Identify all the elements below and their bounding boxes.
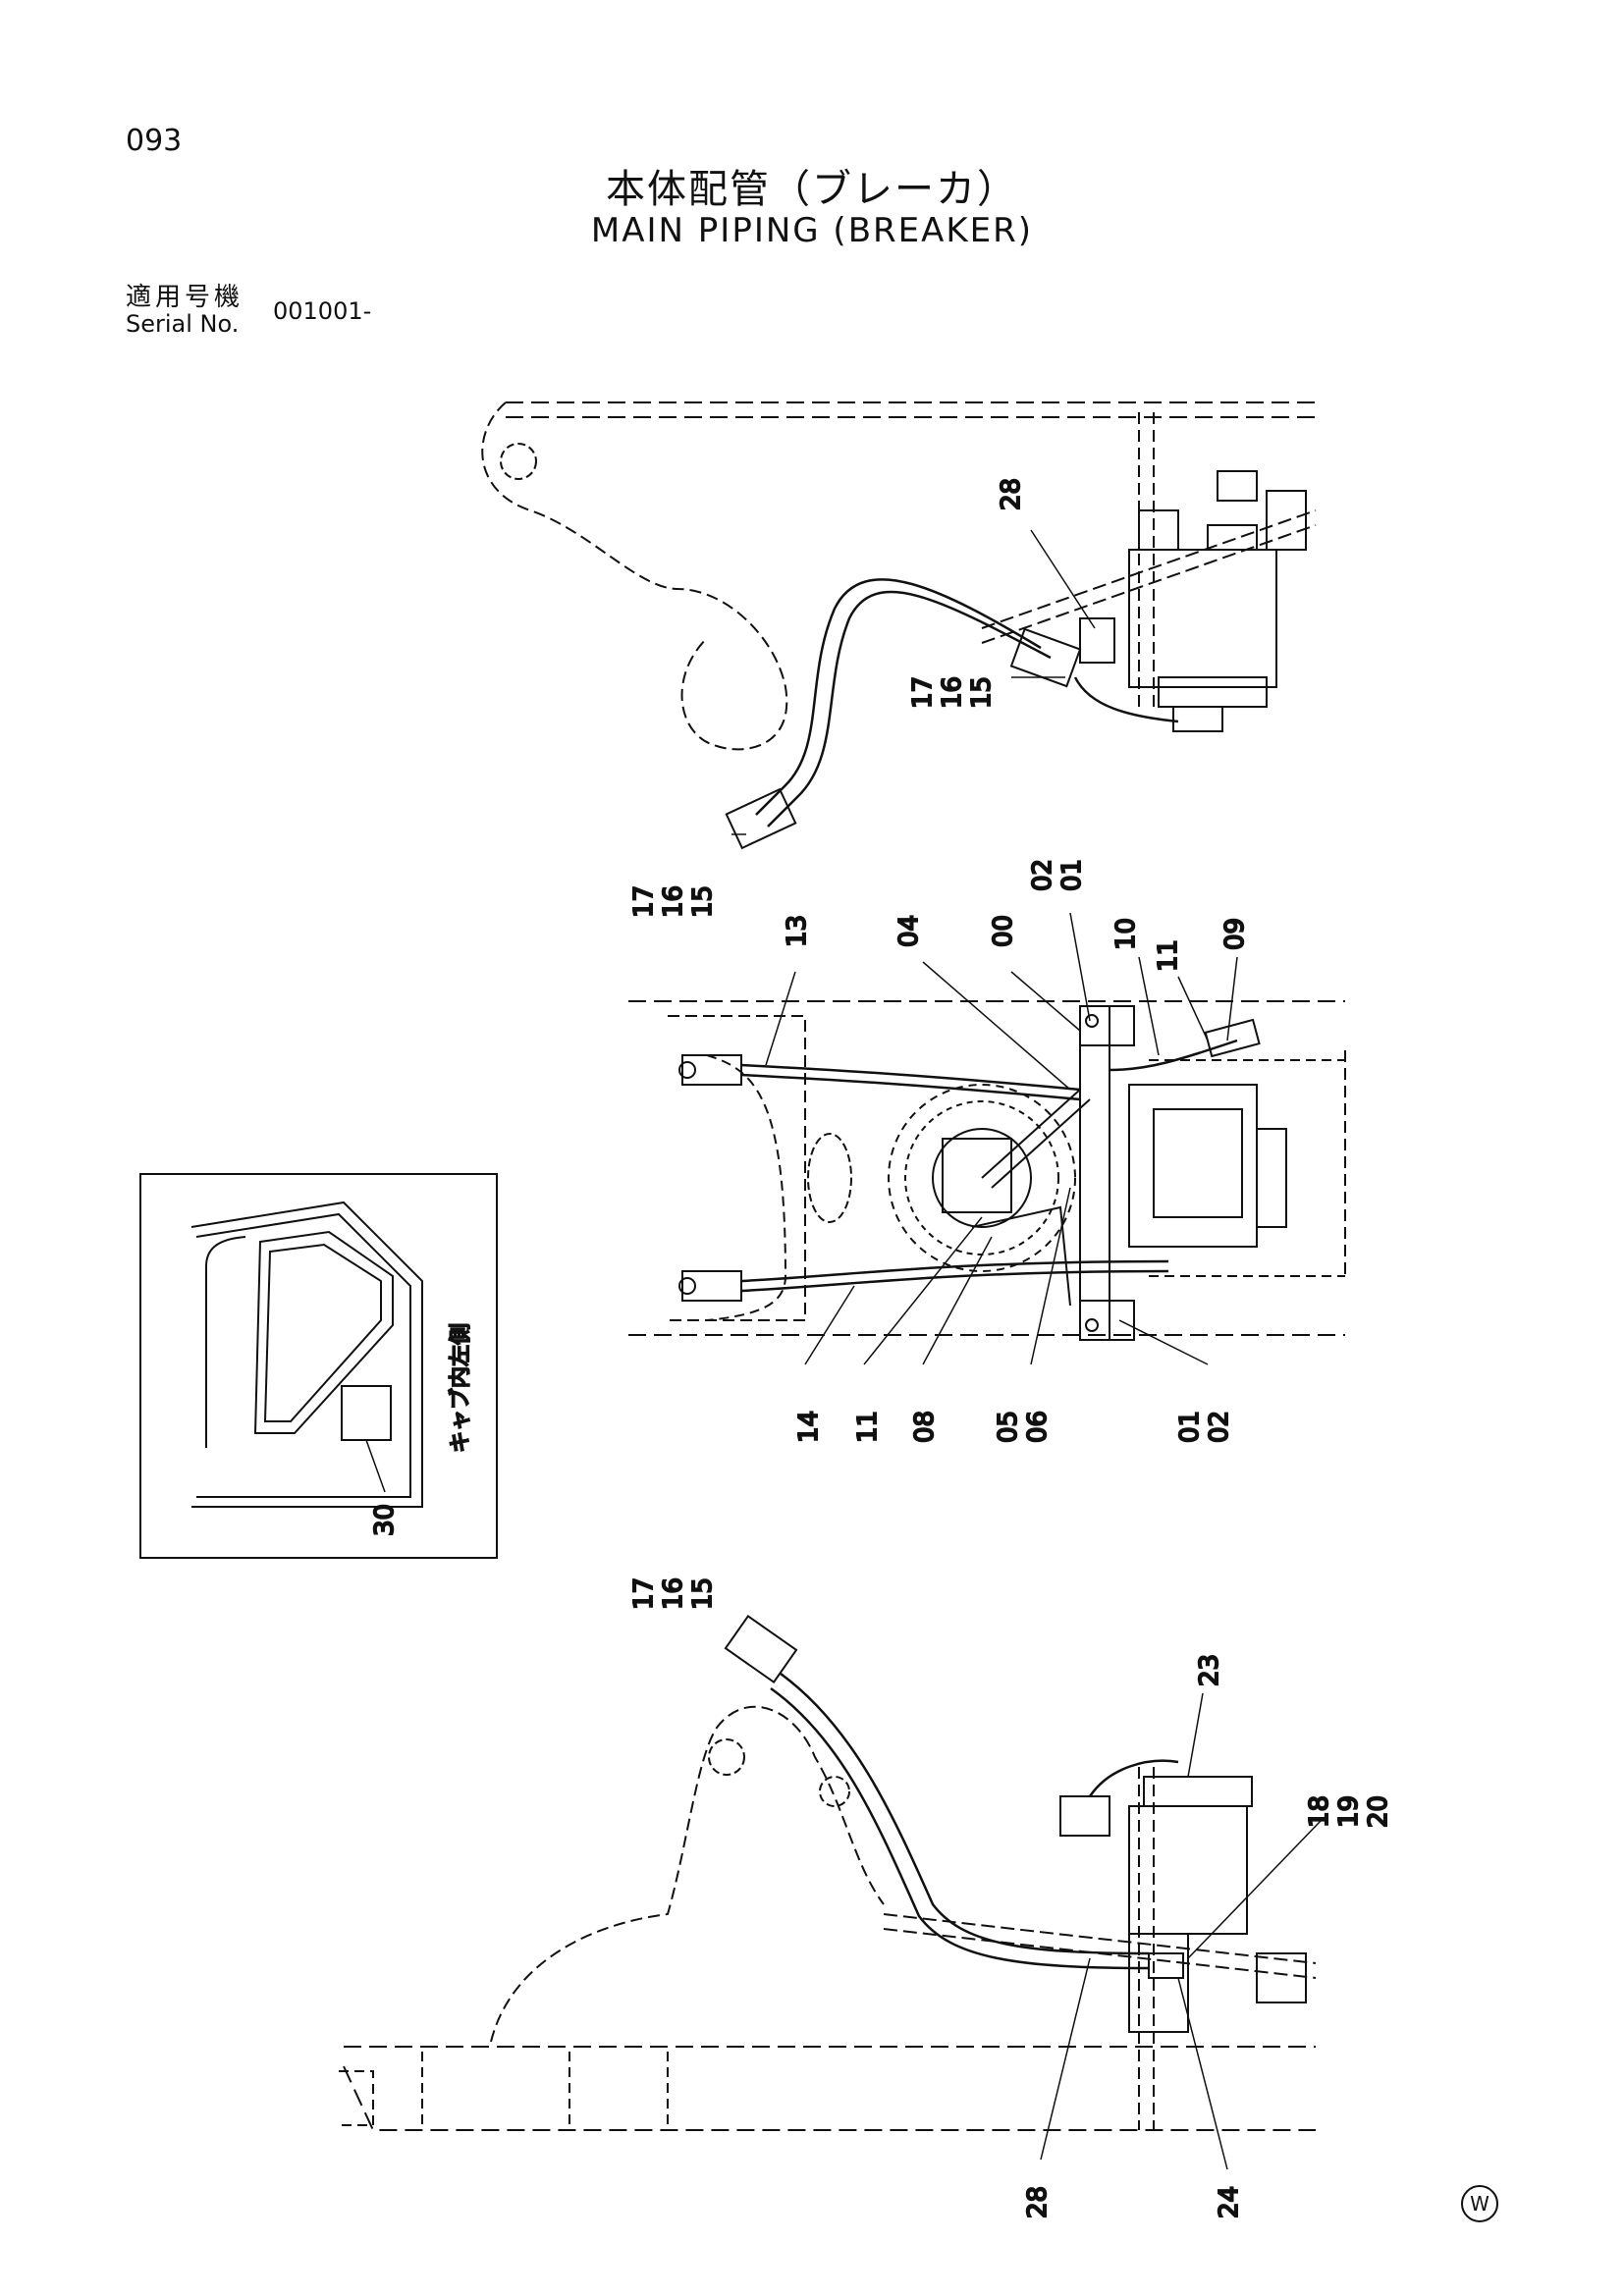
- serial-label-en: Serial No.: [126, 310, 240, 338]
- page-number: 093: [126, 124, 183, 158]
- callout-02: 02: [1028, 859, 1057, 891]
- callout-13: 13: [783, 915, 812, 947]
- callout-15: 15: [688, 1577, 718, 1610]
- callout-01: 01: [1057, 859, 1087, 891]
- callout-05: 05: [994, 1411, 1023, 1443]
- bottom-view: [339, 1615, 1322, 2170]
- serial-value: 001001-: [273, 297, 372, 325]
- callout-15: 15: [967, 676, 997, 709]
- callout-02: 02: [1205, 1411, 1234, 1443]
- callout-00: 00: [989, 915, 1018, 947]
- inset-label: キャブ内左側: [449, 1323, 473, 1453]
- callout-19: 19: [1334, 1795, 1364, 1828]
- callout-17: 17: [629, 885, 659, 918]
- middle-view: [628, 912, 1346, 1365]
- callout-20: 20: [1364, 1795, 1393, 1828]
- callout-16: 16: [659, 1577, 688, 1610]
- callout-15: 15: [688, 885, 718, 918]
- page-title-en: MAIN PIPING (BREAKER): [590, 211, 1034, 250]
- callout-30: 30: [370, 1504, 400, 1536]
- callout-08: 08: [910, 1411, 940, 1443]
- callout-17: 17: [629, 1577, 659, 1610]
- callout-10: 10: [1111, 918, 1141, 950]
- inset-cab: [139, 1173, 498, 1559]
- page-title-jp: 本体配管（ブレーカ）: [606, 167, 1018, 212]
- callout-18: 18: [1305, 1795, 1334, 1828]
- callout-09: 09: [1220, 918, 1250, 950]
- callout-24: 24: [1215, 2186, 1244, 2218]
- callout-06: 06: [1023, 1411, 1053, 1443]
- callout-17: 17: [908, 676, 938, 709]
- serial-label-jp: 適用号機: [126, 283, 244, 312]
- callout-11: 11: [853, 1411, 883, 1443]
- callout-14: 14: [794, 1411, 824, 1443]
- callout-04: 04: [894, 915, 924, 947]
- top-view: [481, 401, 1317, 850]
- callout-28: 28: [1023, 2186, 1053, 2218]
- callout-16: 16: [938, 676, 967, 709]
- watermark-logo: W: [1461, 2185, 1498, 2222]
- callout-16: 16: [659, 885, 688, 918]
- callout-11: 11: [1154, 939, 1183, 972]
- callout-28: 28: [997, 478, 1026, 510]
- callout-01: 01: [1175, 1411, 1205, 1443]
- callout-23: 23: [1195, 1654, 1224, 1686]
